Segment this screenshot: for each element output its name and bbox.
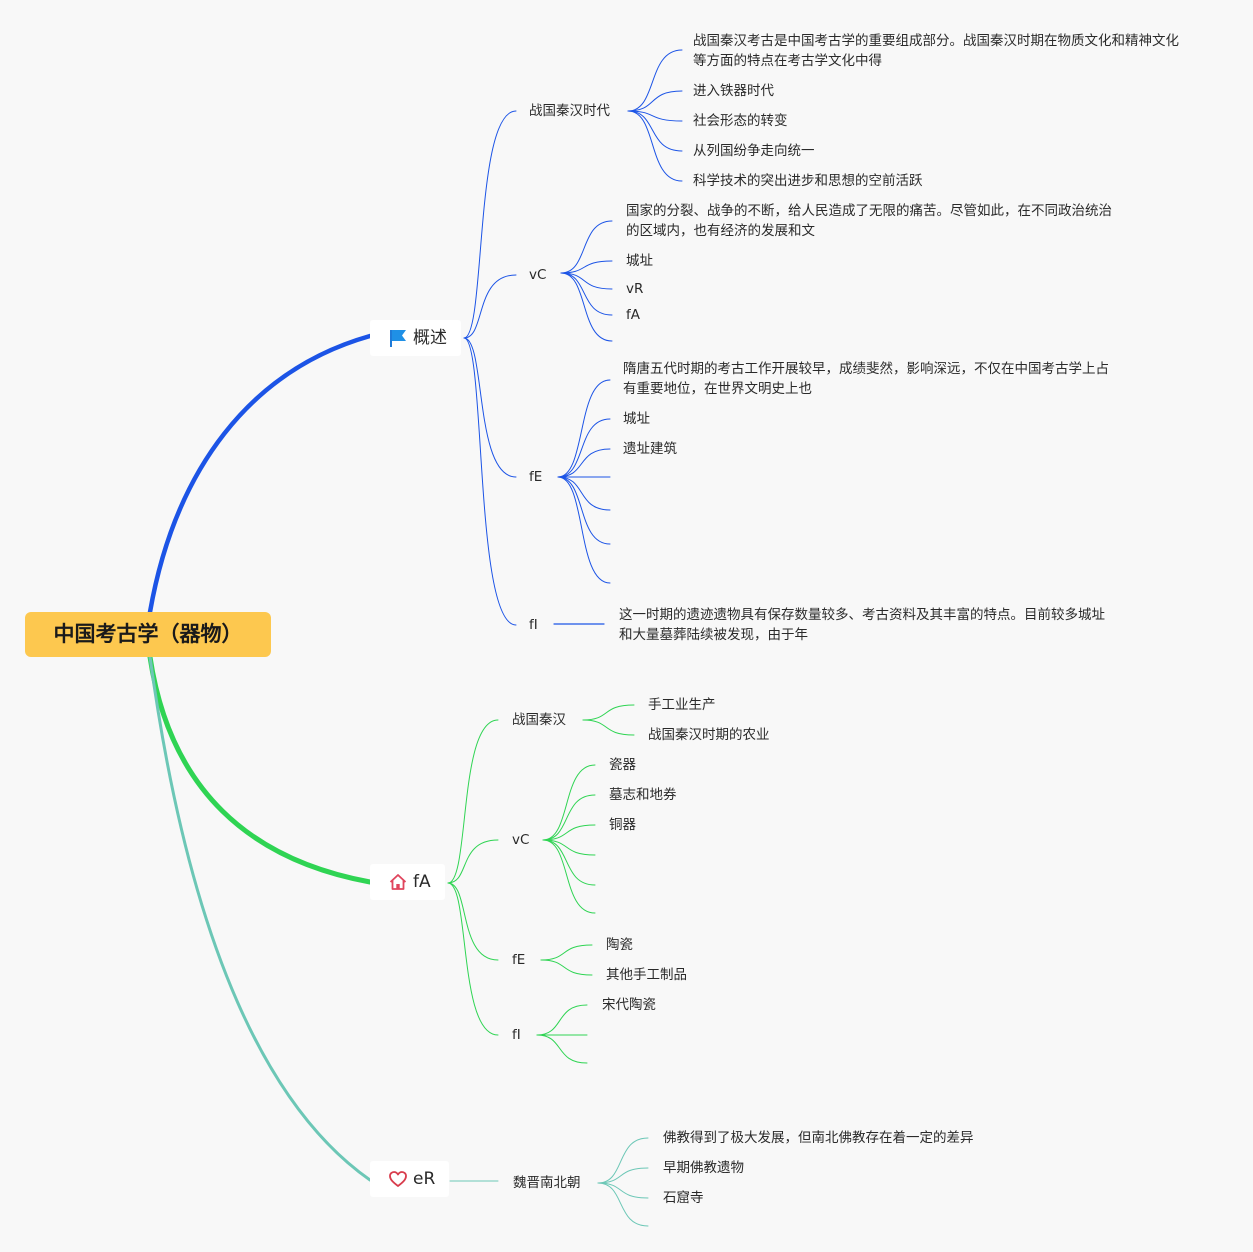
root-link-er (148, 655, 372, 1182)
leaf-link (557, 448, 611, 478)
leaf-topic[interactable]: 手工业生产 (648, 697, 716, 713)
leaf-topic[interactable]: 陶瓷 (606, 937, 633, 953)
house-icon (388, 872, 408, 892)
leaf-topic[interactable]: 瓷器 (609, 757, 636, 773)
leaf-link (542, 839, 596, 856)
branch-label: 概述 (413, 328, 447, 348)
root-link-overview (147, 333, 373, 615)
branch-link (447, 839, 499, 884)
branch-link (447, 882, 499, 961)
leaf-topic[interactable]: 社会形态的转变 (693, 113, 788, 129)
subtopic-label[interactable]: fI (529, 617, 538, 633)
leaf-link (557, 476, 611, 545)
leaf-link (597, 1167, 649, 1184)
leaf-link (542, 794, 596, 841)
leaf-topic[interactable]: 佛教得到了极大发展，但南北佛教存在着一定的差异 (663, 1130, 974, 1146)
subtopic-label[interactable]: 战国秦汉时代 (529, 103, 610, 119)
leaf-topic[interactable]: 战国秦汉时期的农业 (648, 727, 770, 743)
leaf-link (627, 110, 683, 122)
subtopic-label[interactable]: fE (512, 952, 526, 968)
root-link-fa (147, 654, 373, 885)
leaf-topic[interactable]: 其他手工制品 (606, 967, 687, 983)
flag-icon (388, 328, 408, 348)
subtopic-label[interactable]: vC (512, 832, 530, 848)
leaf-link (540, 959, 593, 976)
leaf-link (557, 418, 611, 478)
root-topic[interactable]: 中国考古学（器物） (25, 612, 271, 657)
heart-icon (388, 1169, 408, 1189)
branch-link (447, 719, 499, 884)
branch-link (447, 882, 499, 1036)
leaf-link (560, 272, 613, 316)
subtopic-label[interactable]: 战国秦汉 (512, 712, 566, 728)
branch-link (463, 337, 517, 626)
leaf-topic[interactable]: 早期佛教遗物 (663, 1160, 744, 1176)
leaf-link (560, 272, 613, 342)
leaf-topic[interactable]: fA (626, 307, 640, 323)
leaf-link (560, 220, 613, 274)
leaf-link (560, 260, 613, 274)
leaf-topic[interactable]: 遗址建筑 (623, 441, 677, 457)
leaf-topic[interactable]: 宋代陶瓷 (602, 997, 656, 1013)
branch-topic-fa[interactable]: fA (370, 864, 445, 900)
branch-link (463, 274, 517, 339)
subtopic-label[interactable]: 魏晋南北朝 (513, 1175, 581, 1191)
leaf-link (627, 49, 683, 112)
leaf-link (557, 476, 611, 511)
leaf-link (597, 1137, 649, 1184)
leaf-link (542, 764, 596, 841)
leaf-link (597, 1182, 649, 1227)
leaf-topic[interactable]: 城址 (623, 411, 650, 427)
leaf-link (536, 1004, 588, 1036)
leaf-topic[interactable]: vR (626, 281, 644, 297)
branch-link (463, 337, 517, 478)
branch-topic-er[interactable]: eR (370, 1161, 450, 1197)
leaf-topic[interactable]: 从列国纷争走向统一 (693, 143, 815, 159)
leaf-link (542, 839, 596, 886)
leaf-topic[interactable]: 科学技术的突出进步和思想的空前活跃 (693, 173, 923, 189)
leaf-link (627, 90, 683, 112)
leaf-topic[interactable]: 这一时期的遗迹遗物具有保存数量较多、考古资料及其丰富的特点。目前较多城址和大量墓… (619, 607, 1105, 643)
leaf-topic[interactable]: 墓志和地券 (609, 787, 677, 803)
leaf-topic[interactable]: 进入铁器时代 (693, 83, 774, 99)
leaf-topic[interactable]: 战国秦汉考古是中国考古学的重要组成部分。战国秦汉时期在物质文化和精神文化等方面的… (693, 33, 1179, 69)
subtopic-label[interactable]: fI (512, 1027, 521, 1043)
branch-topic-overview[interactable]: 概述 (370, 320, 461, 356)
leaf-link (557, 379, 611, 478)
leaf-link (560, 272, 613, 290)
leaf-link (542, 824, 596, 841)
branch-label: fA (413, 872, 431, 892)
leaf-topic[interactable]: 石窟寺 (663, 1190, 704, 1206)
leaf-link (542, 839, 596, 914)
subtopic-label[interactable]: vC (529, 267, 547, 283)
leaf-link (582, 704, 635, 721)
leaf-link (557, 476, 611, 584)
leaf-topic[interactable]: 城址 (626, 253, 653, 269)
branch-label: eR (413, 1169, 436, 1189)
branch-link (463, 110, 517, 339)
leaf-topic[interactable]: 铜器 (609, 817, 636, 833)
leaf-link (536, 1034, 588, 1064)
leaf-link (627, 110, 683, 152)
leaf-link (627, 110, 683, 182)
leaf-topic[interactable]: 国家的分裂、战争的不断，给人民造成了无限的痛苦。尽管如此，在不同政治统治的区域内… (626, 203, 1112, 239)
leaf-link (597, 1182, 649, 1199)
leaf-link (540, 944, 593, 961)
subtopic-label[interactable]: fE (529, 469, 543, 485)
leaf-link (582, 719, 635, 736)
leaf-topic[interactable]: 隋唐五代时期的考古工作开展较早，成绩斐然，影响深远，不仅在中国考古学上占有重要地… (623, 361, 1109, 397)
